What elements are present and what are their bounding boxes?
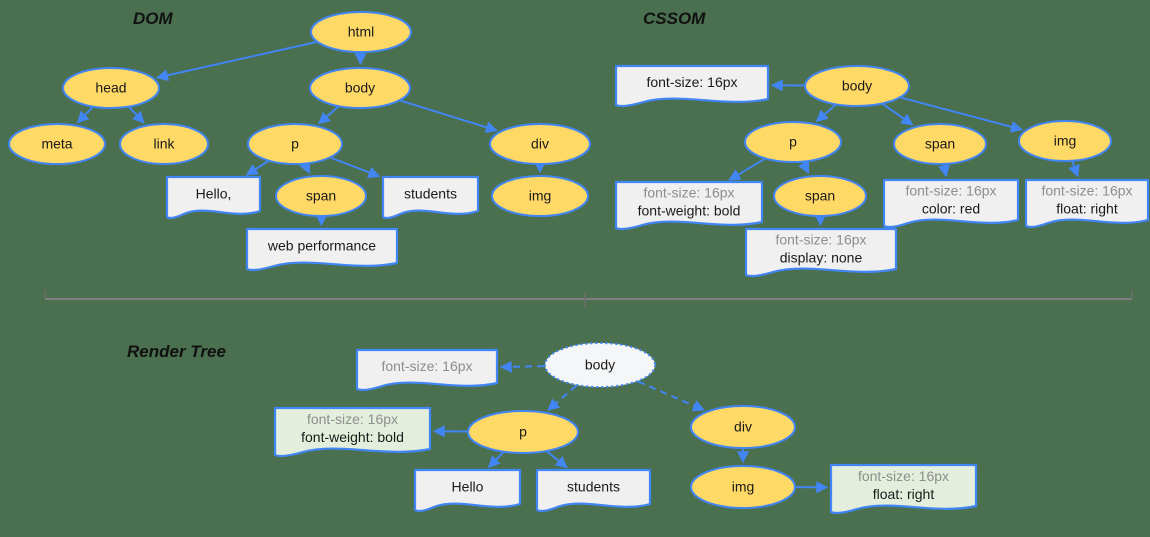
- edge-body-to-div: [400, 99, 498, 134]
- edge-c-p-to-c-span2: [798, 160, 810, 174]
- node-p: p: [467, 410, 579, 454]
- node-label: img: [1054, 133, 1077, 149]
- node-html: html: [310, 11, 412, 53]
- node-body: body: [804, 65, 910, 107]
- text-box-hello: Hello,: [165, 175, 262, 220]
- node-label: span: [805, 188, 835, 204]
- node-label: meta: [41, 136, 72, 152]
- text-boxes-layer: Hello, students web performance font-size: …: [165, 64, 1150, 515]
- section-title-render-tree: Render Tree: [127, 342, 226, 361]
- edge-c-img-to-css-img-rule: [1068, 161, 1080, 178]
- node-label: p: [291, 136, 299, 152]
- section-divider: [44, 290, 1133, 308]
- node-div: div: [489, 123, 591, 165]
- box-line: font-size: 16px: [905, 183, 996, 199]
- box-line: float: right: [873, 486, 935, 502]
- edge-r-p-to-r-hello: [487, 451, 504, 468]
- node-span: span: [275, 175, 367, 217]
- text-box-students: students: [381, 175, 480, 220]
- node-label: img: [732, 479, 755, 495]
- node-p: p: [744, 121, 842, 163]
- box-line: font-size: 16px: [1041, 183, 1132, 199]
- node-label: div: [734, 419, 752, 435]
- edge-c-body-to-c-span1: [882, 103, 914, 126]
- section-title-cssom: CSSOM: [643, 9, 706, 28]
- text-box-r-p-rule: font-size: 16px font-weight: bold: [273, 406, 432, 458]
- edge-c-span1-to-css-span1-rule: [938, 164, 950, 178]
- box-line: font-size: 16px: [643, 185, 734, 201]
- edge-c-p-to-css-p-rule: [728, 158, 766, 181]
- edge-p-to-span: [299, 160, 311, 174]
- text-box-webperf: web performance: [245, 227, 399, 272]
- edges-layer: [76, 41, 1080, 494]
- box-line: students: [404, 186, 457, 202]
- box-line: web performance: [267, 238, 376, 254]
- edge-body-to-p: [317, 106, 339, 125]
- edge-html-to-head: [156, 41, 317, 82]
- node-img: img: [1018, 120, 1112, 162]
- node-label: span: [306, 188, 336, 204]
- node-label: link: [153, 136, 175, 152]
- box-line: Hello: [452, 479, 484, 495]
- edge-p-to-hello: [245, 160, 269, 176]
- box-line: font-size: 16px: [775, 232, 866, 248]
- edge-head-to-link: [128, 106, 145, 124]
- node-span: span: [773, 175, 867, 217]
- text-box-r-students: students: [535, 468, 652, 513]
- text-box-r-img-rule: font-size: 16px float: right: [829, 463, 978, 515]
- box-line: display: none: [780, 250, 863, 266]
- edge-p-to-students: [330, 156, 381, 179]
- box-line: font-weight: bold: [301, 429, 404, 445]
- text-box-css-img-rule: font-size: 16px float: right: [1024, 178, 1150, 229]
- node-label: span: [925, 136, 955, 152]
- node-link: link: [119, 123, 209, 165]
- node-div: div: [690, 405, 796, 449]
- node-meta: meta: [8, 123, 106, 165]
- node-label: html: [348, 24, 374, 40]
- node-img: img: [690, 465, 796, 509]
- box-line: font-size: 16px: [646, 74, 737, 90]
- node-p: p: [247, 123, 343, 165]
- section-title-dom: DOM: [133, 9, 174, 28]
- box-line: students: [567, 479, 620, 495]
- box-line: Hello,: [196, 186, 232, 202]
- box-line: color: red: [922, 201, 980, 217]
- nodes-layer: html head body meta link p div span img body p span…: [8, 11, 1112, 509]
- box-line: font-size: 16px: [858, 468, 949, 484]
- node-label: body: [585, 357, 615, 373]
- node-label: p: [519, 424, 527, 440]
- edge-r-body-to-r-p: [547, 384, 577, 411]
- text-box-css-span2-rule: font-size: 16px display: none: [744, 227, 898, 278]
- node-img: img: [491, 175, 589, 217]
- node-body: body: [544, 342, 656, 388]
- edge-r-body-to-r-body-rule: [499, 360, 545, 373]
- node-body: body: [309, 67, 411, 109]
- box-line: font-weight: bold: [638, 203, 741, 219]
- box-line: font-size: 16px: [307, 411, 398, 427]
- node-label: div: [531, 136, 549, 152]
- text-box-css-span1-rule: font-size: 16px color: red: [882, 178, 1020, 229]
- edge-r-p-to-r-students: [546, 450, 568, 469]
- node-head: head: [62, 67, 160, 109]
- edge-head-to-meta: [76, 106, 94, 124]
- node-span: span: [893, 123, 987, 165]
- node-label: body: [842, 78, 872, 94]
- text-box-r-body-rule: font-size: 16px: [355, 348, 499, 392]
- box-line: float: right: [1056, 201, 1118, 217]
- text-box-css-body-rule: font-size: 16px: [614, 64, 770, 108]
- node-label: head: [95, 80, 126, 96]
- node-label: img: [529, 188, 552, 204]
- text-box-css-p-rule: font-size: 16px font-weight: bold: [614, 180, 764, 231]
- edge-c-body-to-c-p: [815, 104, 836, 123]
- text-box-r-hello: Hello: [413, 468, 522, 513]
- edge-c-body-to-c-img: [900, 96, 1023, 133]
- edge-r-body-to-r-div: [637, 380, 705, 412]
- node-label: body: [345, 80, 375, 96]
- node-label: p: [789, 134, 797, 150]
- box-line: font-size: 16px: [381, 358, 472, 374]
